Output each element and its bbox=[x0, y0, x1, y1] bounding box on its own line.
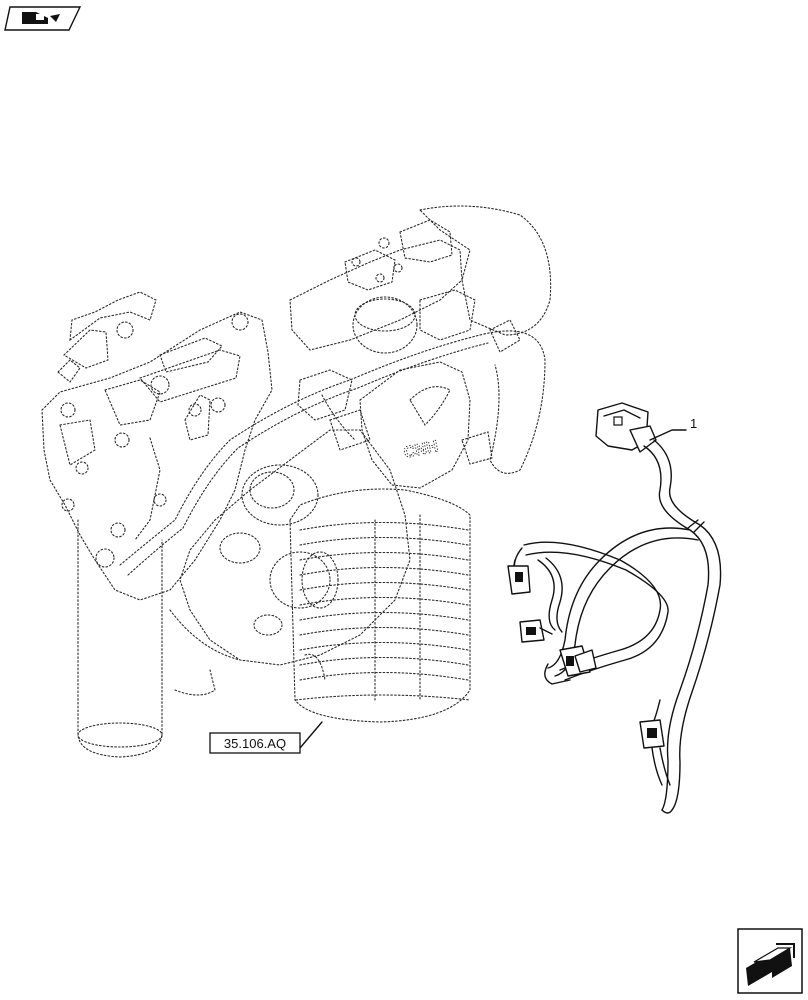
tractor-view-icon[interactable] bbox=[4, 6, 82, 31]
reference-label-text: 35.106.AQ bbox=[224, 736, 286, 751]
next-page-arrow-icon[interactable] bbox=[737, 928, 803, 994]
callout-part-1[interactable]: 1 bbox=[649, 416, 697, 441]
callout-label: 1 bbox=[690, 416, 697, 431]
engine-assembly-ghost: CNH bbox=[41, 205, 552, 758]
wiring-harness[interactable] bbox=[507, 402, 722, 814]
cnh-brand-mark: CNH bbox=[402, 438, 439, 462]
reference-label-35-106-aq[interactable]: 35.106.AQ bbox=[209, 721, 323, 754]
